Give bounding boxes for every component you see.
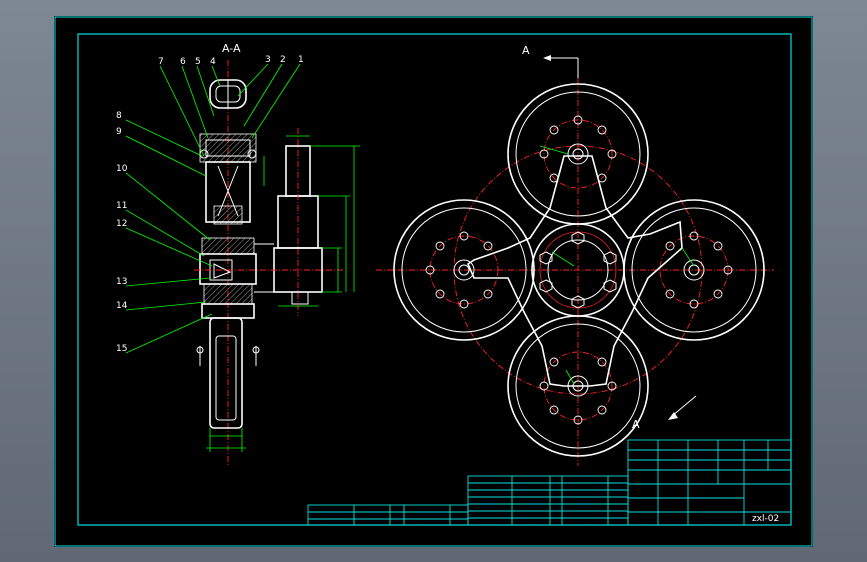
front-view: A	[376, 44, 774, 466]
callout-9: 9	[116, 127, 122, 137]
callout-14: 14	[116, 301, 128, 311]
callout-13: 13	[116, 277, 127, 287]
inner-border	[77, 33, 792, 526]
section-title: A-A	[222, 42, 241, 55]
cad-drawing: A-A	[54, 16, 813, 547]
callout-3: 3	[265, 55, 271, 65]
view-marker-bottom: A	[632, 418, 640, 431]
callout-4: 4	[210, 57, 216, 67]
callout-10: 10	[116, 164, 128, 174]
drawing-number: zxl-02	[752, 514, 779, 524]
callout-11: 11	[116, 201, 127, 211]
callout-15: 15	[116, 344, 127, 354]
outer-border	[54, 16, 813, 547]
callout-6: 6	[180, 57, 186, 67]
callout-8: 8	[116, 111, 122, 121]
callouts: 7 6 5 4 3 2 1 8 9 10 11 12 13 14 15	[116, 55, 304, 354]
callout-12: 12	[116, 219, 127, 229]
callout-2: 2	[280, 55, 286, 65]
title-block: zxl-02	[307, 439, 792, 526]
drawing-sheet: A-A	[54, 16, 813, 547]
callout-5: 5	[195, 57, 201, 67]
wheel-left	[393, 199, 535, 341]
wheel-bolt-holes	[425, 115, 733, 425]
callout-1: 1	[298, 55, 304, 65]
callout-7: 7	[158, 57, 164, 67]
section-view-a-a: A-A	[194, 42, 360, 466]
center-hub	[531, 223, 625, 317]
view-marker-top: A	[522, 44, 530, 57]
cross-frame	[467, 155, 683, 387]
